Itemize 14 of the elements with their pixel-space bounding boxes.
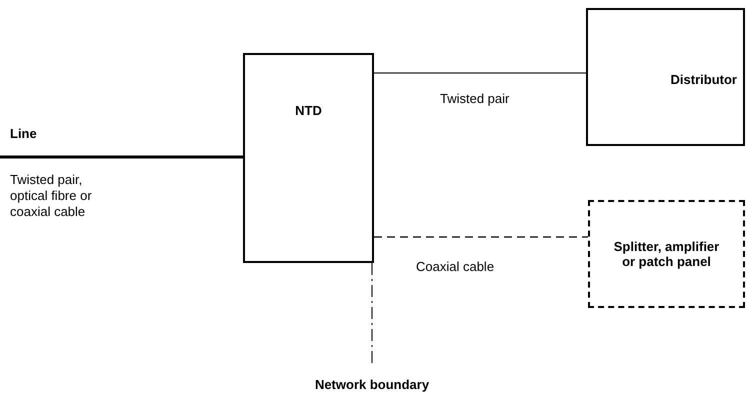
boundary-label: Network boundary <box>314 377 430 393</box>
line-label: Line <box>10 126 38 142</box>
connector-line <box>374 72 586 74</box>
line-description: Twisted pair, optical fibre or coaxial cable <box>10 172 93 220</box>
equipment-box <box>243 53 374 263</box>
connector-line <box>374 236 588 238</box>
equipment-box <box>586 8 745 146</box>
connector-line <box>0 156 243 158</box>
edge-label: Coaxial cable <box>414 259 496 274</box>
dashed-equipment-box <box>588 200 745 308</box>
node-text: NTD <box>295 103 322 118</box>
edge-label: Twisted pair <box>438 91 512 106</box>
node-text: Splitter, amplifier or patch panel <box>612 239 720 269</box>
node-text: Distributor <box>670 72 737 87</box>
